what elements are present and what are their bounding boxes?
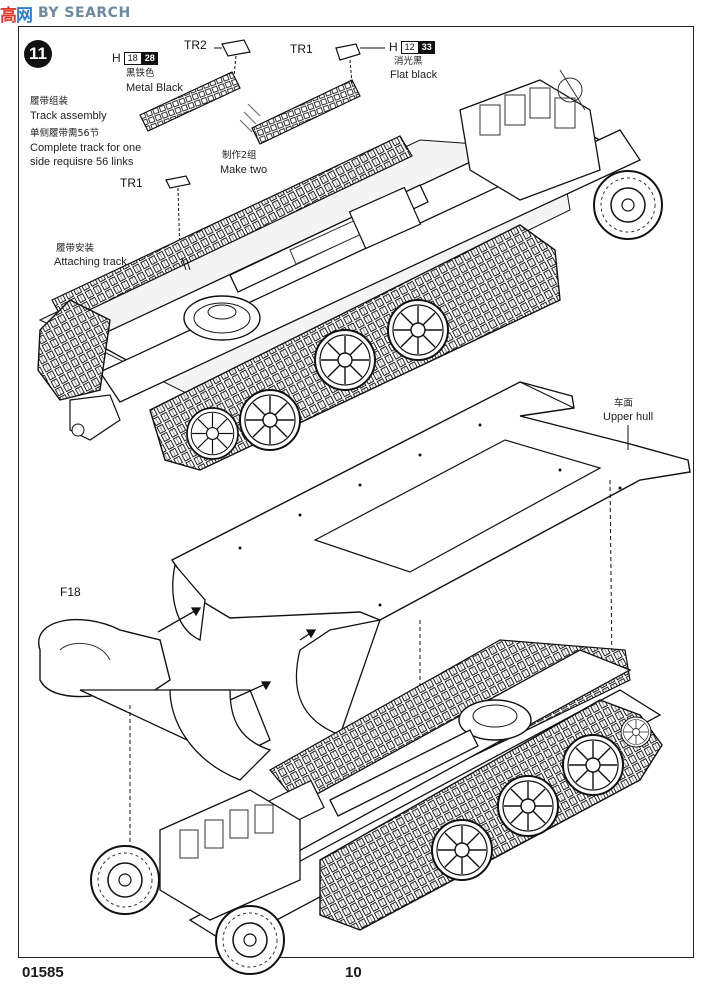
attaching-track-en: Attaching track [54,256,127,268]
step-number-badge: 11 [24,40,52,68]
paint-h-letter: H [112,51,121,65]
paint-code-2: 33 [418,40,435,54]
page-number: 10 [345,964,362,981]
upper-vehicle-chassis [37,69,663,471]
part-label-tr2: TR2 [184,38,207,52]
complete-track-en-line1: Complete track for one [30,142,142,154]
kit-number: 01585 [22,964,64,981]
part-label-tr1-top: TR1 [290,42,313,56]
make-two-cn: 制作2组 [222,150,257,161]
paint-code-flat-black: H 12 33 [389,40,435,54]
watermark-text: BY SEARCH [38,5,131,21]
complete-track-en-line2: side requisre 56 links [30,156,134,168]
page-frame [18,26,694,958]
front-fender-f18 [38,618,272,781]
paint-flat-black-cn: 消光黑 [394,56,423,67]
watermark-logo-a: 高 [0,5,17,26]
track-assembly-cn: 履带组装 [30,96,69,107]
make-two-en: Make two [220,164,268,176]
watermark: 高 网 BY SEARCH [0,0,131,26]
attaching-track-cn: 履带安装 [56,243,95,254]
tr1-part-shape [335,43,361,61]
paint-code-metal-black: H 18 28 [112,51,158,65]
lower-vehicle-chassis [90,639,663,975]
paint-code-2: 28 [141,51,158,65]
track-link-set-tr1 [251,79,361,145]
paint-metal-black-en: Metal Black [126,82,183,94]
paint-code-1: 18 [123,51,142,65]
upper-hull-en: Upper hull [603,411,654,423]
part-label-f18: F18 [60,585,81,599]
track-assembly-en: Track assembly [30,110,107,122]
watermark-logo-b: 网 [16,5,33,26]
part-label-tr1-left: TR1 [120,176,143,190]
upper-hull-cn: 车面 [614,398,634,409]
complete-track-cn: 单侧履带需56节 [30,128,100,139]
upper-hull-plate [170,381,691,736]
tr2-part-shape [221,39,251,57]
paint-flat-black-en: Flat black [390,69,438,81]
paint-code-1: 12 [400,40,419,54]
track-link-set-tr2 [139,71,241,132]
paint-metal-black-cn: 黑铁色 [126,68,155,79]
paint-h-letter: H [389,40,398,54]
